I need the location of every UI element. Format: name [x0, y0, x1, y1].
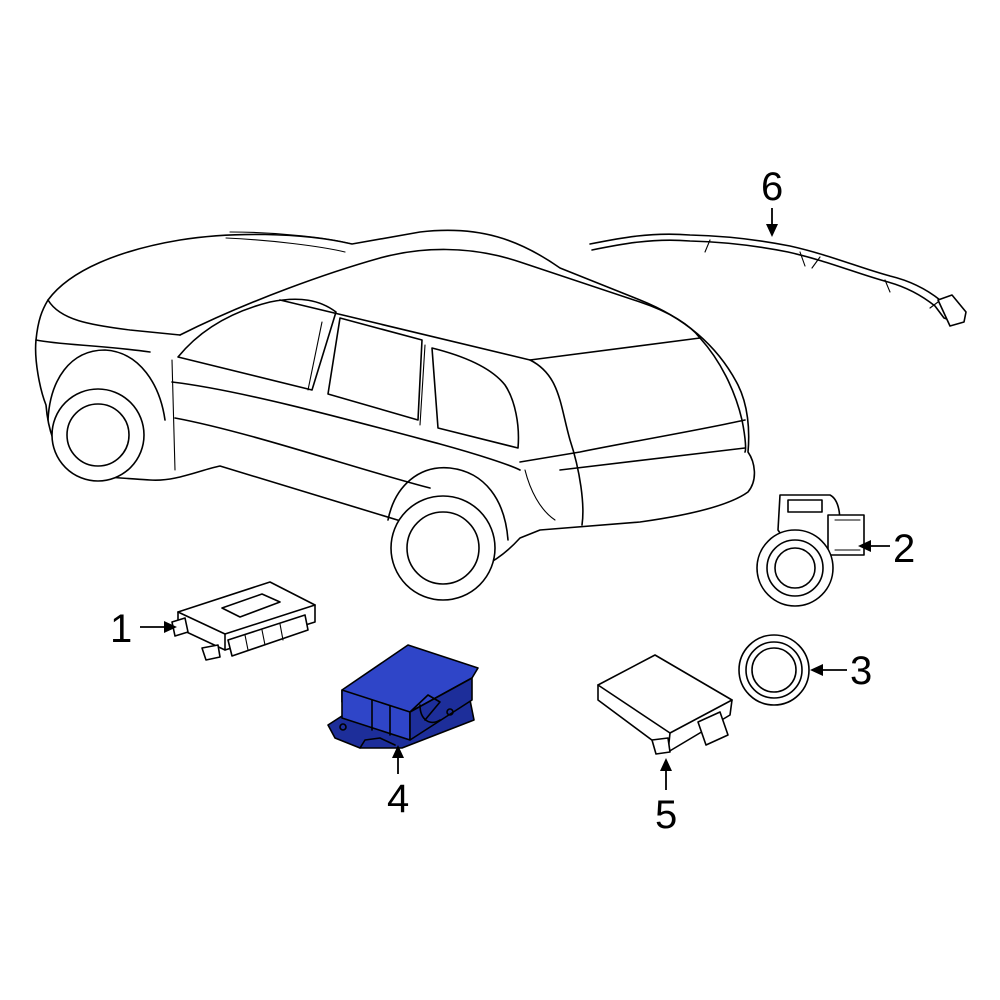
callout-4-label: 4	[387, 777, 409, 821]
callout-2: 2	[858, 527, 915, 571]
callout-2-label: 2	[893, 527, 915, 571]
part-2-parking-sensor[interactable]	[756, 494, 865, 607]
callout-5-label: 5	[655, 793, 677, 837]
callout-1: 1	[110, 607, 177, 651]
part-4-park-assist-module[interactable]	[327, 644, 479, 749]
part-3-sensor-bezel[interactable]	[738, 634, 810, 706]
callout-3: 3	[810, 649, 872, 693]
callout-4: 4	[387, 745, 409, 821]
callout-1-label: 1	[110, 607, 132, 651]
part-6-wiring-harness[interactable]	[589, 233, 967, 327]
callout-5: 5	[655, 758, 677, 837]
callout-3-label: 3	[850, 649, 872, 693]
callout-6-label: 6	[761, 165, 783, 209]
callout-6: 6	[761, 165, 783, 237]
part-5-module[interactable]	[597, 654, 733, 755]
vehicle-illustration	[34, 229, 756, 601]
part-1-control-module[interactable]	[171, 581, 316, 661]
